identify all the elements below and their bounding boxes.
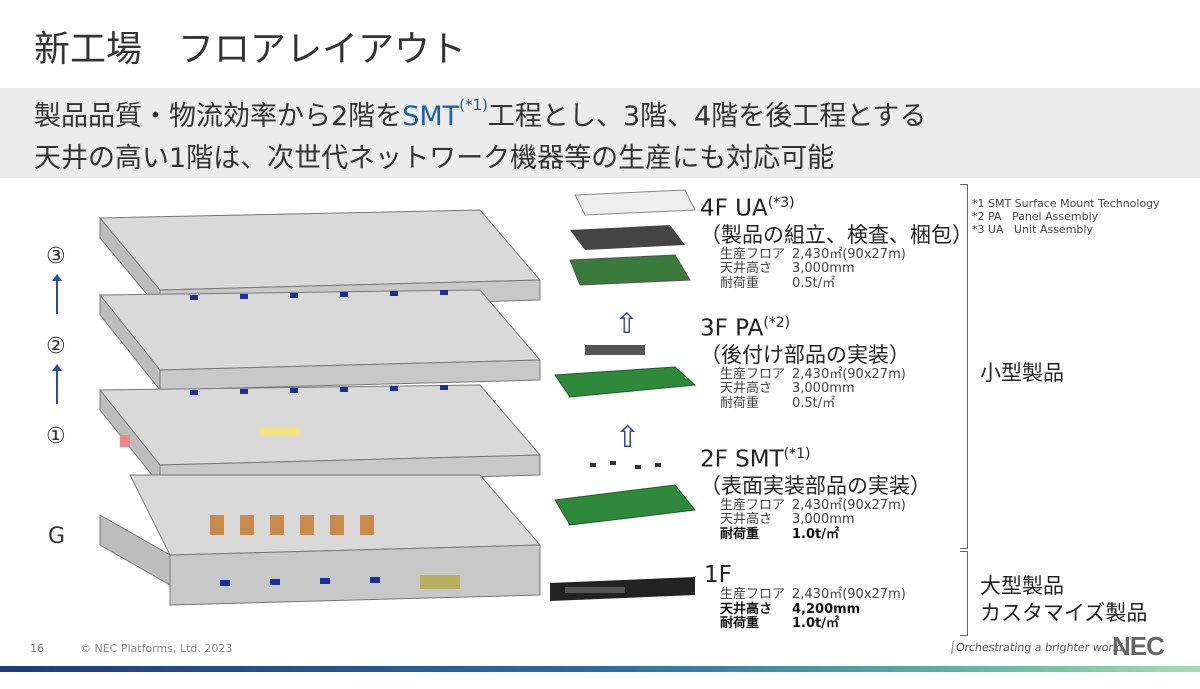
subtitle-text: 工程とし、3階、4階を後工程とする bbox=[487, 101, 927, 132]
floor-info-1f: 1F 生産フロア 2,430㎡(90x27m) 天井高さ 4,200mm 耐荷重 1.… bbox=[700, 562, 906, 632]
floor-info-2f: 2F SMT(*1) （表面実装部品の実装） 生産フロア 2,430㎡(90x27… bbox=[700, 441, 931, 542]
floor-info-3f: 3F PA(*2) （後付け部品の実装） 生産フロア 2,430㎡(90x27m)… bbox=[700, 310, 910, 411]
group-label-small: 小型製品 bbox=[980, 361, 1064, 385]
unit-assembly-image bbox=[569, 189, 696, 286]
up-arrow-icon: ⇧ bbox=[615, 307, 638, 340]
floor-info-4f: 4F UA(*3) （製品の組立、検査、梱包） 生産フロア 2,430㎡(90x2… bbox=[700, 190, 973, 291]
nec-logo: NEC bbox=[1112, 631, 1165, 661]
page-number: 16 bbox=[30, 642, 44, 655]
floor-purpose: （後付け部品の実装） bbox=[700, 342, 910, 367]
spec-label: 耐荷重 bbox=[720, 616, 760, 631]
page-title: 新工場 フロアレイアウト bbox=[34, 29, 467, 70]
floor-specs: 生産フロア 2,430㎡(90x27m) 天井高さ 3,000mm 耐荷重 1.0t/… bbox=[720, 497, 931, 543]
floor-heading: 1F bbox=[704, 562, 732, 588]
floor-1f-model bbox=[99, 474, 542, 606]
spec-value: 0.5t/㎡ bbox=[792, 395, 836, 411]
floor-specs: 生産フロア 2,430㎡(90x27m) 天井高さ 4,200mm 耐荷重 1.0t/… bbox=[720, 587, 906, 632]
up-arrow-icon: ⇧ bbox=[615, 420, 640, 455]
spec-label: 生産フロア bbox=[720, 246, 786, 262]
spec-label: 天井高さ bbox=[720, 512, 773, 528]
up-arrow-icon bbox=[52, 274, 62, 314]
floor-3f-model bbox=[98, 289, 542, 392]
subtitle-band bbox=[0, 88, 1200, 178]
level-marker-3: ③ bbox=[46, 244, 66, 269]
spec-label: 生産フロア bbox=[720, 366, 786, 382]
spec-label: 生産フロア bbox=[720, 587, 786, 602]
subtitle-line-2: 天井の高い1階は、次世代ネットワーク機器等の生産にも対応可能 bbox=[34, 143, 835, 174]
spec-value: 3,000mm bbox=[792, 512, 855, 528]
floor-heading: 3F PA bbox=[700, 315, 764, 342]
up-arrow-icon bbox=[52, 364, 62, 404]
spec-label: 耐荷重 bbox=[720, 526, 760, 542]
smt-board-image bbox=[554, 461, 696, 526]
footer-gradient-bar bbox=[0, 666, 1200, 672]
spec-value: 3,000mm bbox=[792, 381, 855, 397]
footnote-ref: (*2) bbox=[763, 315, 791, 331]
level-marker-g: G bbox=[48, 524, 66, 549]
floor-heading: 2F SMT bbox=[700, 446, 784, 473]
floor-purpose: （製品の組立、検査、梱包） bbox=[700, 222, 973, 247]
panel-assembly-image bbox=[554, 345, 697, 398]
spec-value: 2,430㎡(90x27m) bbox=[792, 587, 906, 602]
spec-value: 2,430㎡(90x27m) bbox=[792, 246, 906, 262]
bracket-small-products bbox=[960, 184, 968, 549]
slogan: Orchestrating a brighter world bbox=[951, 641, 1124, 654]
level-marker-1: ① bbox=[46, 424, 66, 449]
footnote-ref: (*3) bbox=[767, 195, 795, 211]
subtitle-text: 製品品質・物流効率から2階を bbox=[34, 101, 403, 132]
group-label-large-1: 大型製品 bbox=[980, 574, 1064, 598]
spec-value: 2,430㎡(90x27m) bbox=[792, 366, 906, 382]
footnote-ref: (*1) bbox=[783, 446, 811, 462]
spec-label: 耐荷重 bbox=[720, 275, 760, 291]
footnote-ref: (*1) bbox=[459, 96, 488, 114]
copyright: © NEC Platforms, Ltd. 2023 bbox=[80, 642, 233, 655]
spec-label: 天井高さ bbox=[720, 381, 773, 397]
bracket-large-products bbox=[960, 551, 968, 636]
footnote: *3 UA Unit Assembly bbox=[972, 223, 1093, 236]
product-images: ⇧ ⇧ bbox=[550, 189, 697, 601]
spec-value: 4,200mm bbox=[792, 601, 861, 617]
floor-purpose: （表面実装部品の実装） bbox=[700, 473, 931, 498]
floor-2f-model bbox=[98, 384, 542, 487]
level-marker-2: ② bbox=[46, 334, 66, 359]
network-switch-image bbox=[550, 577, 695, 601]
group-label-large: 大型製品カスタマイズ製品 bbox=[980, 573, 1147, 627]
spec-label: 耐荷重 bbox=[720, 395, 760, 411]
floor-heading: 4F UA bbox=[700, 195, 768, 222]
spec-label: 天井高さ bbox=[720, 601, 773, 617]
subtitle-line-1: 製品品質・物流効率から2階をSMT(*1)工程とし、3階、4階を後工程とする bbox=[34, 94, 926, 133]
spec-value: 3,000mm bbox=[792, 261, 855, 277]
floor-specs: 生産フロア 2,430㎡(90x27m) 天井高さ 3,000mm 耐荷重 0.5t/… bbox=[720, 366, 910, 412]
spec-value: 2,430㎡(90x27m) bbox=[792, 497, 906, 513]
building-floors-illustration bbox=[98, 209, 542, 606]
smt-term: SMT bbox=[402, 101, 460, 132]
spec-value: 1.0t/㎡ bbox=[792, 616, 839, 631]
spec-label: 天井高さ bbox=[720, 261, 773, 277]
group-label-large-2: カスタマイズ製品 bbox=[980, 601, 1148, 625]
spec-value: 0.5t/㎡ bbox=[792, 275, 836, 291]
footnote: *2 PA Panel Assembly bbox=[972, 210, 1099, 223]
floor-specs: 生産フロア 2,430㎡(90x27m) 天井高さ 3,000mm 耐荷重 0.5t/… bbox=[720, 246, 973, 292]
footnotes: *1 SMT Surface Mount Technology*2 PA Pan… bbox=[972, 197, 1160, 236]
footnote: *1 SMT Surface Mount Technology bbox=[972, 197, 1160, 210]
spec-label: 生産フロア bbox=[720, 497, 786, 513]
spec-value: 1.0t/㎡ bbox=[792, 526, 839, 542]
